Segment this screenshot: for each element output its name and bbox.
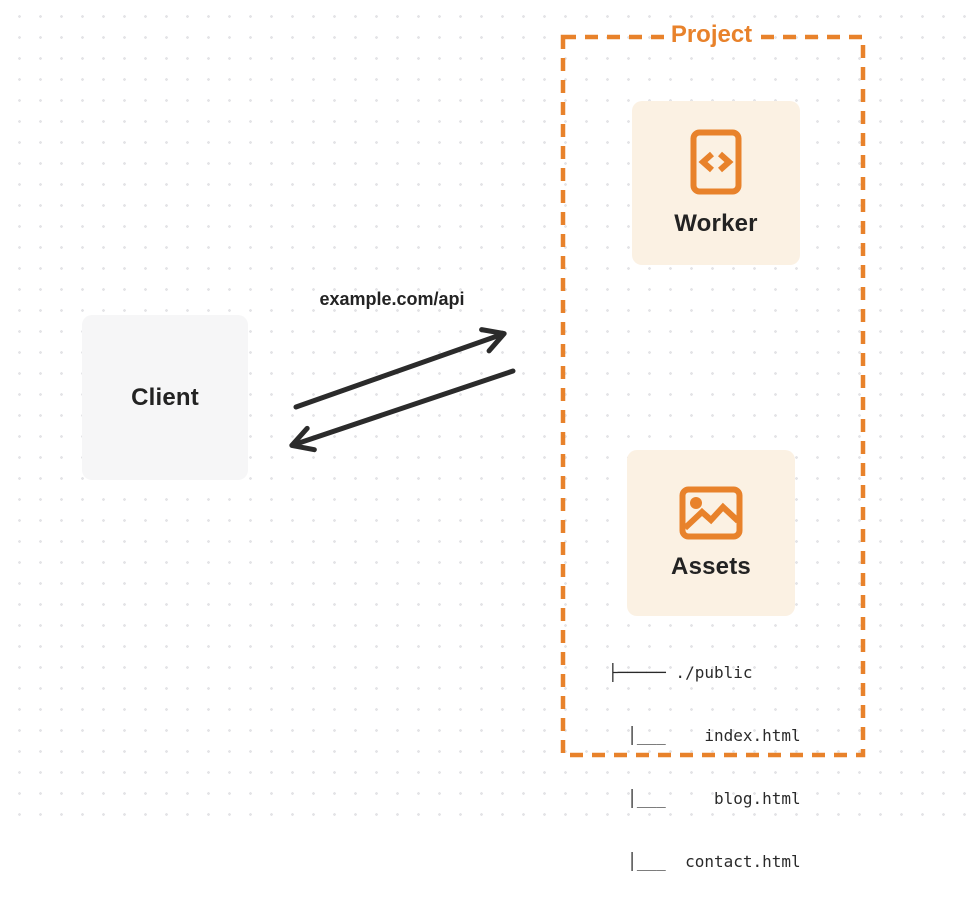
assets-node: Assets [627,450,795,616]
response-arrow [289,368,516,453]
tree-line-blog: │___ blog.html [608,789,801,808]
project-title-wrap: Project [560,21,863,49]
client-label: Client [131,383,199,411]
client-node: Client [82,315,248,480]
code-document-icon [690,129,742,194]
assets-label: Assets [671,552,751,580]
tree-line-index: │___ index.html [608,726,801,745]
image-icon [679,486,743,539]
diagram-canvas: Project Client example.com/api Worker As… [0,0,980,871]
worker-node: Worker [632,101,800,265]
worker-label: Worker [674,209,758,237]
file-tree: ├───── ./public │___ index.html │___ blo… [608,620,801,914]
request-arrow [293,327,507,410]
tree-line-contact: │___ contact.html [608,852,801,871]
diagram-connectors-layer [289,34,866,758]
request-url-label: example.com/api [319,289,465,309]
project-title: Project [663,21,760,49]
tree-line-public: ├───── ./public [608,663,753,682]
project-boundary [560,34,866,758]
